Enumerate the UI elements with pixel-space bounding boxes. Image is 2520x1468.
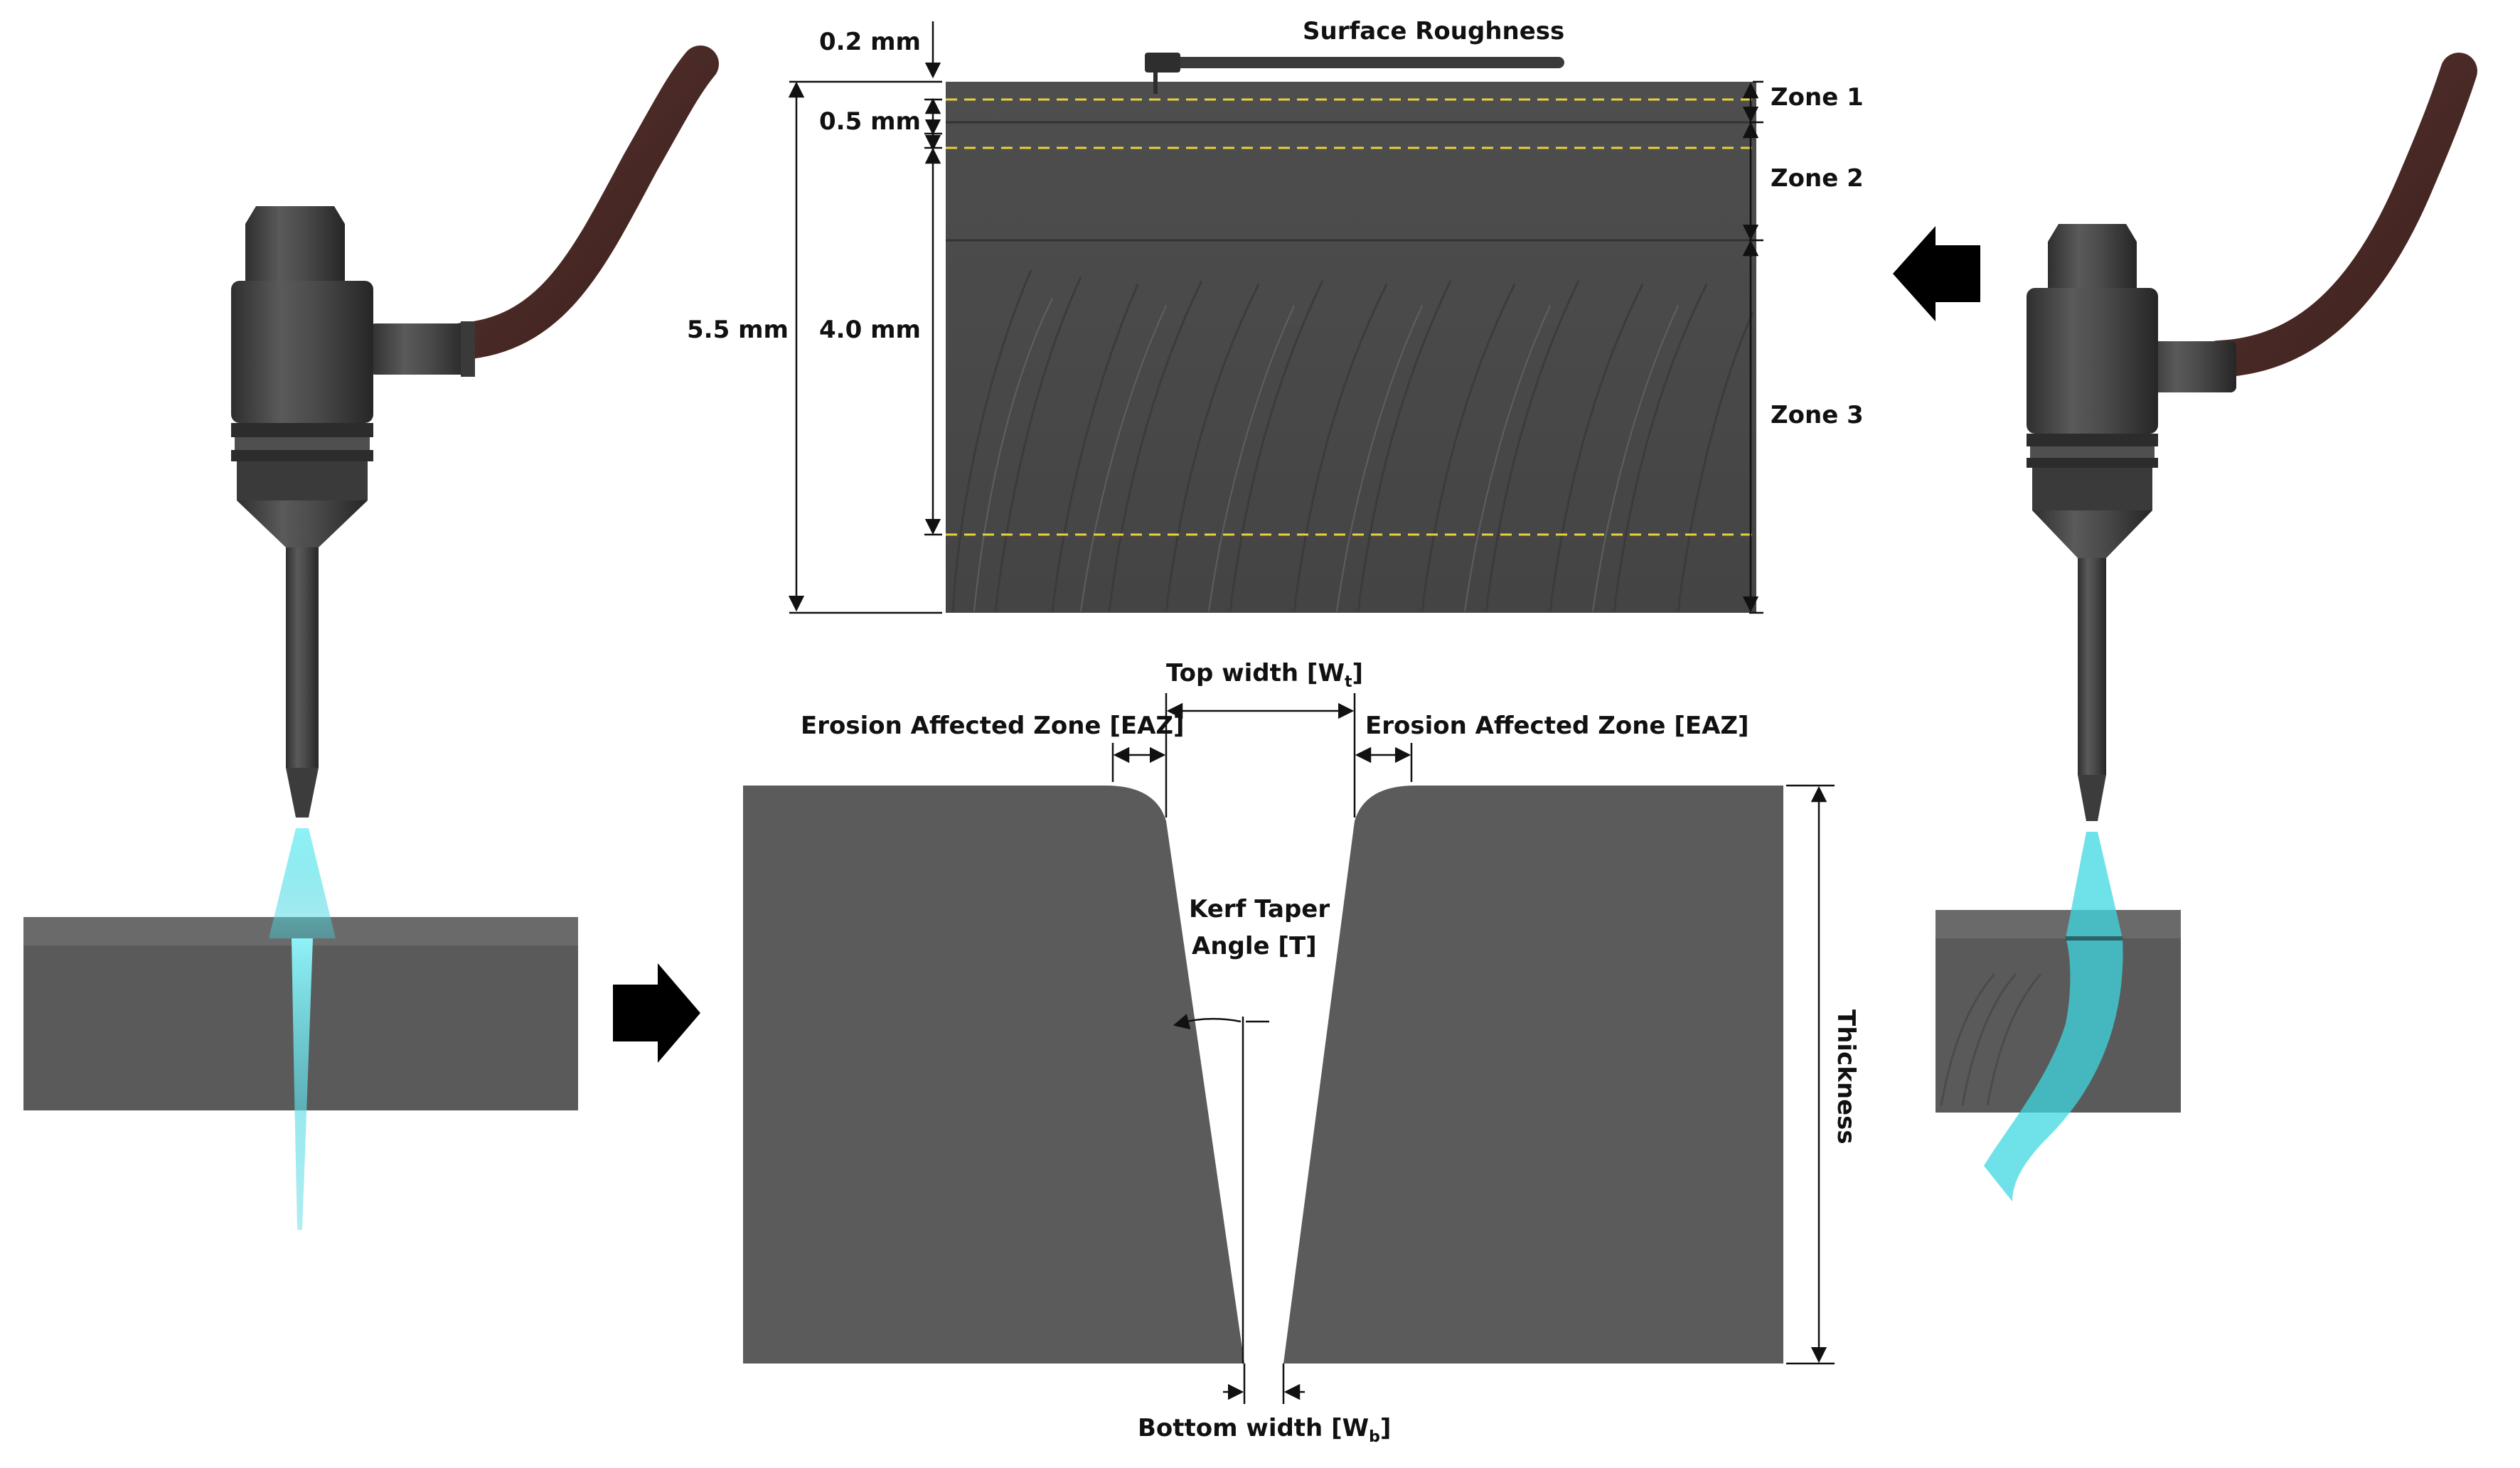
dim-0-5mm: 0.5 mm [819,107,921,136]
right-hose [2200,53,2477,377]
top-width-label: Top width [Wt] [1166,659,1363,691]
bottom-width-dimension [1223,1363,1305,1404]
dim-0-2mm: 0.2 mm [819,28,921,56]
left-setup [23,45,719,1230]
eaz-left-dimension [1111,743,1166,782]
kerf-taper-label-line1: Kerf Taper [1189,895,1330,923]
kerf-taper-label-line2: Angle [T] [1192,932,1317,960]
eaz-right-label: Erosion Affected Zone [EAZ] [1365,712,1749,740]
cut-surface [946,82,1756,613]
arrow-left-icon [1893,226,1980,321]
dim-4-0mm: 4.0 mm [819,316,921,344]
eaz-left-label: Erosion Affected Zone [EAZ] [801,712,1185,740]
cut-surface-panel: Surface Roughness 0.2 mm 0.5 mm 5.5 mm 4… [687,17,1864,614]
top-width-dimension [1165,693,1356,818]
zone2-label: Zone 2 [1771,164,1864,193]
surface-roughness-label: Surface Roughness [1303,17,1564,45]
left-water-jet-stream [292,938,313,1230]
right-nozzle-icon [2027,224,2236,821]
kerf-taper-dimension [1173,1014,1269,1363]
left-water-jet-cone [269,828,336,938]
kerf-cross-section: Top width [Wt] Erosion Affected Zone [EA… [743,659,1860,1446]
dim-5-5mm: 5.5 mm [687,316,789,344]
eaz-right-dimension [1355,743,1413,782]
profilometer-stylus-icon [1145,53,1564,94]
bottom-width-label: Bottom width [Wb] [1138,1414,1391,1446]
kerf-left-wall [743,786,1244,1363]
left-nozzle-icon [231,206,475,818]
right-water-jet [1984,832,2123,1201]
arrow-right-icon [613,963,700,1063]
left-hose [444,45,719,360]
striation-marks [951,269,1754,612]
thickness-dimension [1786,784,1835,1365]
zone3-label: Zone 3 [1771,401,1864,429]
zone-dimensions [1742,80,1763,614]
zone1-label: Zone 1 [1771,83,1864,112]
right-setup [1936,53,2477,1201]
left-dimensions [788,21,942,614]
thickness-label: Thickness [1832,1009,1860,1145]
right-workpiece-top [1936,910,2181,938]
kerf-right-wall [1283,786,1783,1363]
